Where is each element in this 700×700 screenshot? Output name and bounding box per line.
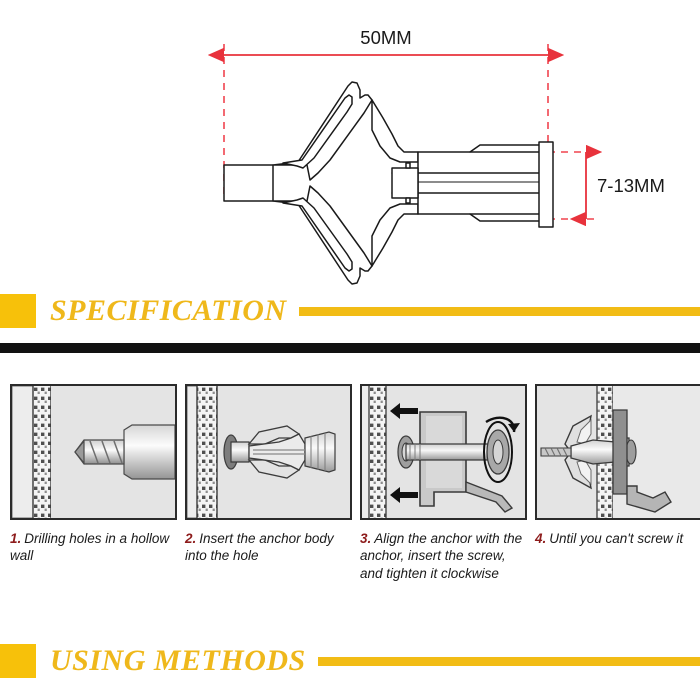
specification-header: SPECIFICATION — [0, 288, 700, 334]
specification-title: SPECIFICATION — [50, 294, 287, 327]
step-3-text: Align the anchor with the anchor, insert… — [360, 531, 523, 581]
step-2 — [185, 384, 352, 520]
step-3-figure — [360, 384, 527, 520]
step-1 — [10, 384, 177, 520]
using-methods-title: USING METHODS — [50, 644, 306, 677]
step-3-caption: 3.Align the anchor with the anchor, inse… — [360, 530, 527, 582]
step-caption-row: 1.Drilling holes in a hollow wall 2.Inse… — [0, 520, 700, 582]
using-methods-rule — [317, 656, 700, 666]
pull-direction-arrows — [390, 403, 418, 503]
thickness-dimension-label: 7-13MM — [597, 175, 665, 196]
step-3 — [360, 384, 527, 520]
specification-chip-icon — [0, 294, 36, 328]
step-1-text: Drilling holes in a hollow wall — [10, 531, 170, 564]
step-1-number: 1. — [10, 531, 22, 546]
step-3-number: 3. — [360, 531, 372, 546]
step-figure-row — [0, 384, 700, 520]
step-4 — [535, 384, 700, 520]
section-divider — [0, 343, 700, 353]
step-4-number: 4. — [535, 531, 547, 546]
step-4-caption: 4.Until you can't screw it — [535, 530, 700, 582]
specification-rule — [298, 306, 700, 316]
step-4-text: Until you can't screw it — [549, 531, 684, 546]
step-2-text: Insert the anchor body into the hole — [185, 531, 334, 564]
length-dimension-label: 50MM — [360, 27, 411, 48]
using-methods-header: USING METHODS — [0, 638, 700, 684]
anchor-line-drawing — [223, 81, 554, 285]
using-methods-steps: 1.Drilling holes in a hollow wall 2.Inse… — [0, 384, 700, 634]
step-2-figure — [185, 384, 352, 520]
using-methods-chip-icon — [0, 644, 36, 678]
specification-drawing: 50MM 7-13MM — [0, 0, 700, 300]
step-1-caption: 1.Drilling holes in a hollow wall — [10, 530, 177, 582]
step-4-figure — [535, 384, 700, 520]
step-2-caption: 2.Insert the anchor body into the hole — [185, 530, 352, 582]
step-2-number: 2. — [185, 531, 197, 546]
step-1-figure — [10, 384, 177, 520]
